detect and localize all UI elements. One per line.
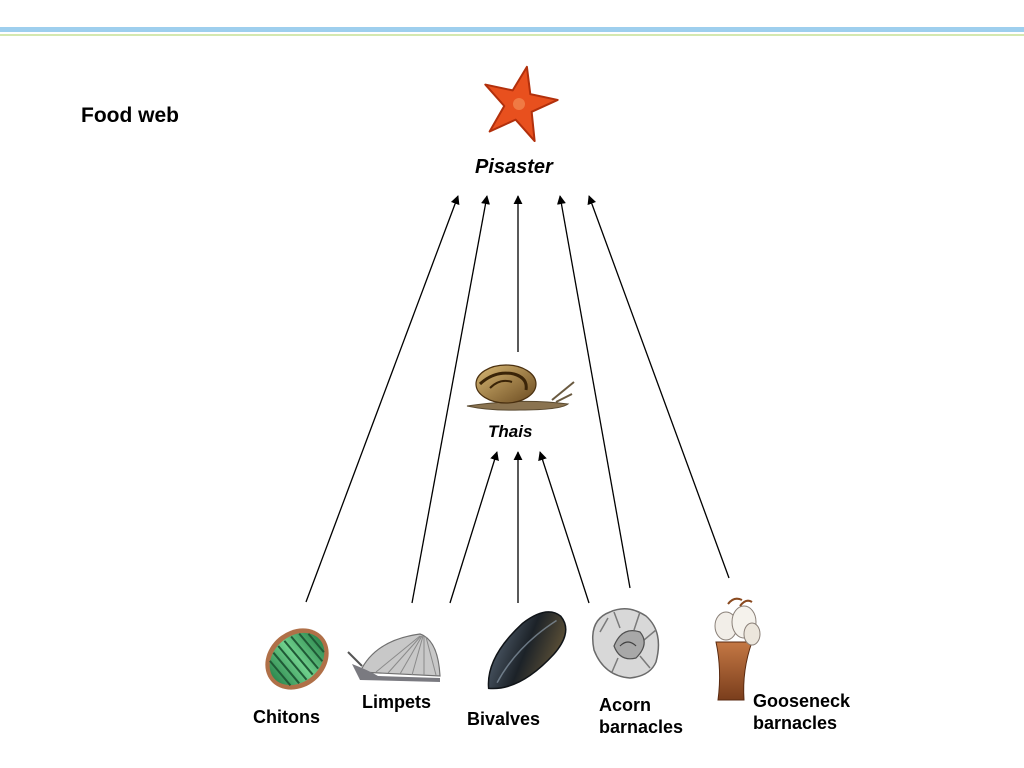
label-acorn-barnacles: Acorn barnacles bbox=[599, 695, 684, 737]
arrow-gooseneck-barnacles-to-pisaster bbox=[587, 195, 730, 579]
arrow-acorn-barnacles-to-thais bbox=[538, 451, 590, 604]
acorn-barnacle-icon bbox=[592, 608, 660, 679]
arrow-acorn-barnacles-to-pisaster bbox=[556, 195, 631, 589]
gooseneck-barnacle-icon bbox=[714, 597, 761, 701]
snail-icon bbox=[466, 364, 575, 411]
label-chitons: Chitons bbox=[253, 707, 320, 727]
arrow-chitons-to-pisaster bbox=[305, 195, 460, 603]
mussel-icon bbox=[487, 611, 567, 690]
slide-title: Food web bbox=[81, 104, 179, 127]
arrow-limpets-to-pisaster bbox=[411, 195, 490, 604]
label-thais: Thais bbox=[488, 422, 533, 441]
chiton-icon bbox=[265, 628, 329, 690]
arrow-limpets-to-thais bbox=[449, 451, 499, 604]
arrows bbox=[305, 195, 730, 604]
limpet-icon bbox=[347, 633, 441, 682]
label-gooseneck-barnacles: Gooseneck barnacles bbox=[753, 691, 851, 733]
sea-star-icon bbox=[484, 65, 559, 143]
label-bivalves: Bivalves bbox=[467, 709, 541, 729]
label-limpets: Limpets bbox=[362, 692, 432, 712]
label-pisaster: Pisaster bbox=[475, 156, 553, 178]
